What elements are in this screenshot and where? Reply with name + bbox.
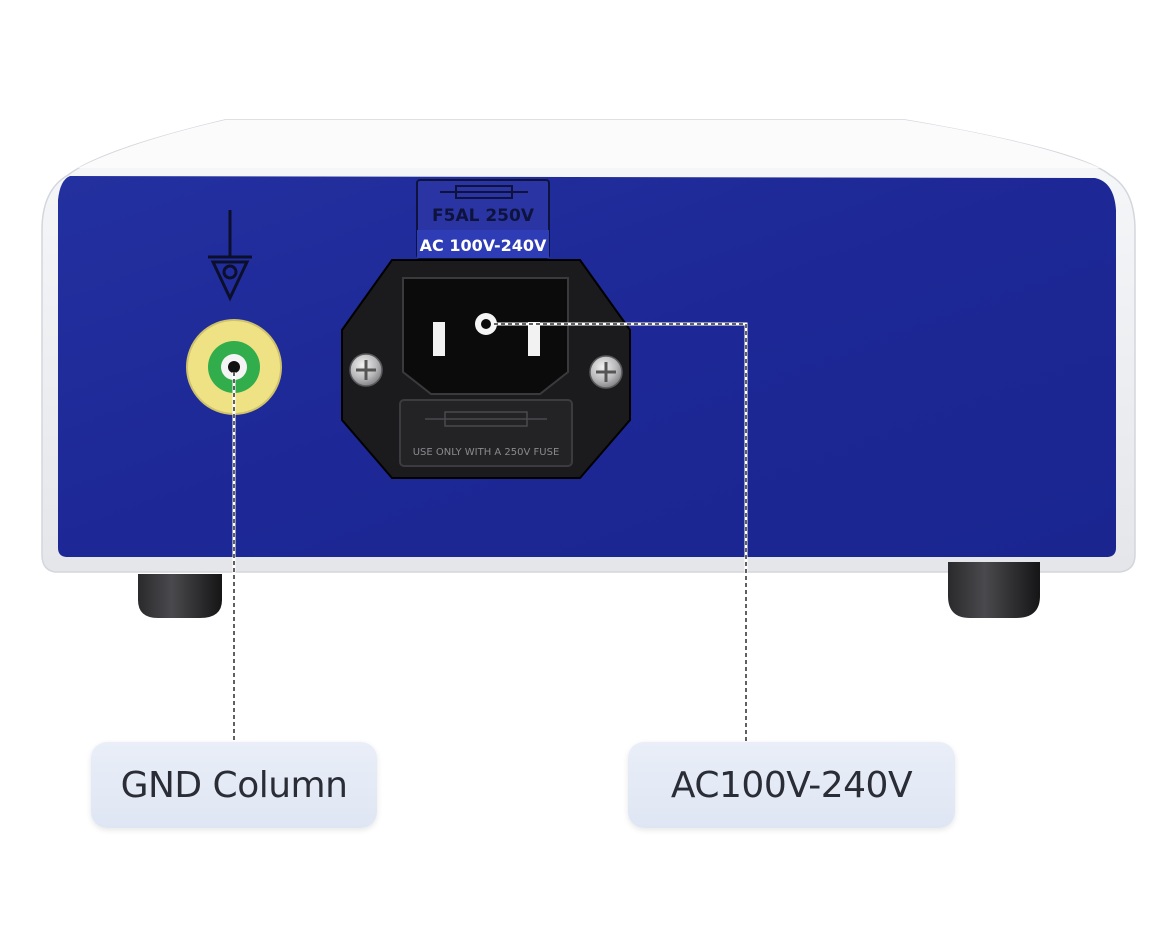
voltage-label: AC 100V-240V (420, 236, 547, 255)
power-inlet-module: USE ONLY WITH A 250V FUSE (341, 259, 631, 479)
ac-voltage-callout: AC100V-240V (628, 742, 955, 828)
ground-symbol-icon (208, 210, 252, 302)
gnd-column-label: GND Column (120, 764, 348, 806)
fuse-drawer-label: USE ONLY WITH A 250V FUSE (413, 447, 560, 458)
leader-line-ac (494, 322, 748, 742)
fuse-rating-label: F5AL 250V (432, 206, 535, 226)
gnd-column-callout: GND Column (91, 742, 377, 828)
device-foot-left (138, 574, 222, 618)
screw-left (349, 353, 383, 387)
ac-voltage-label: AC100V-240V (670, 764, 913, 806)
fuse-label-plate: F5AL 250V AC 100V-240V (416, 179, 550, 259)
screw-right (589, 355, 623, 389)
device-foot-right (948, 562, 1040, 618)
fuse-icon (440, 185, 528, 199)
